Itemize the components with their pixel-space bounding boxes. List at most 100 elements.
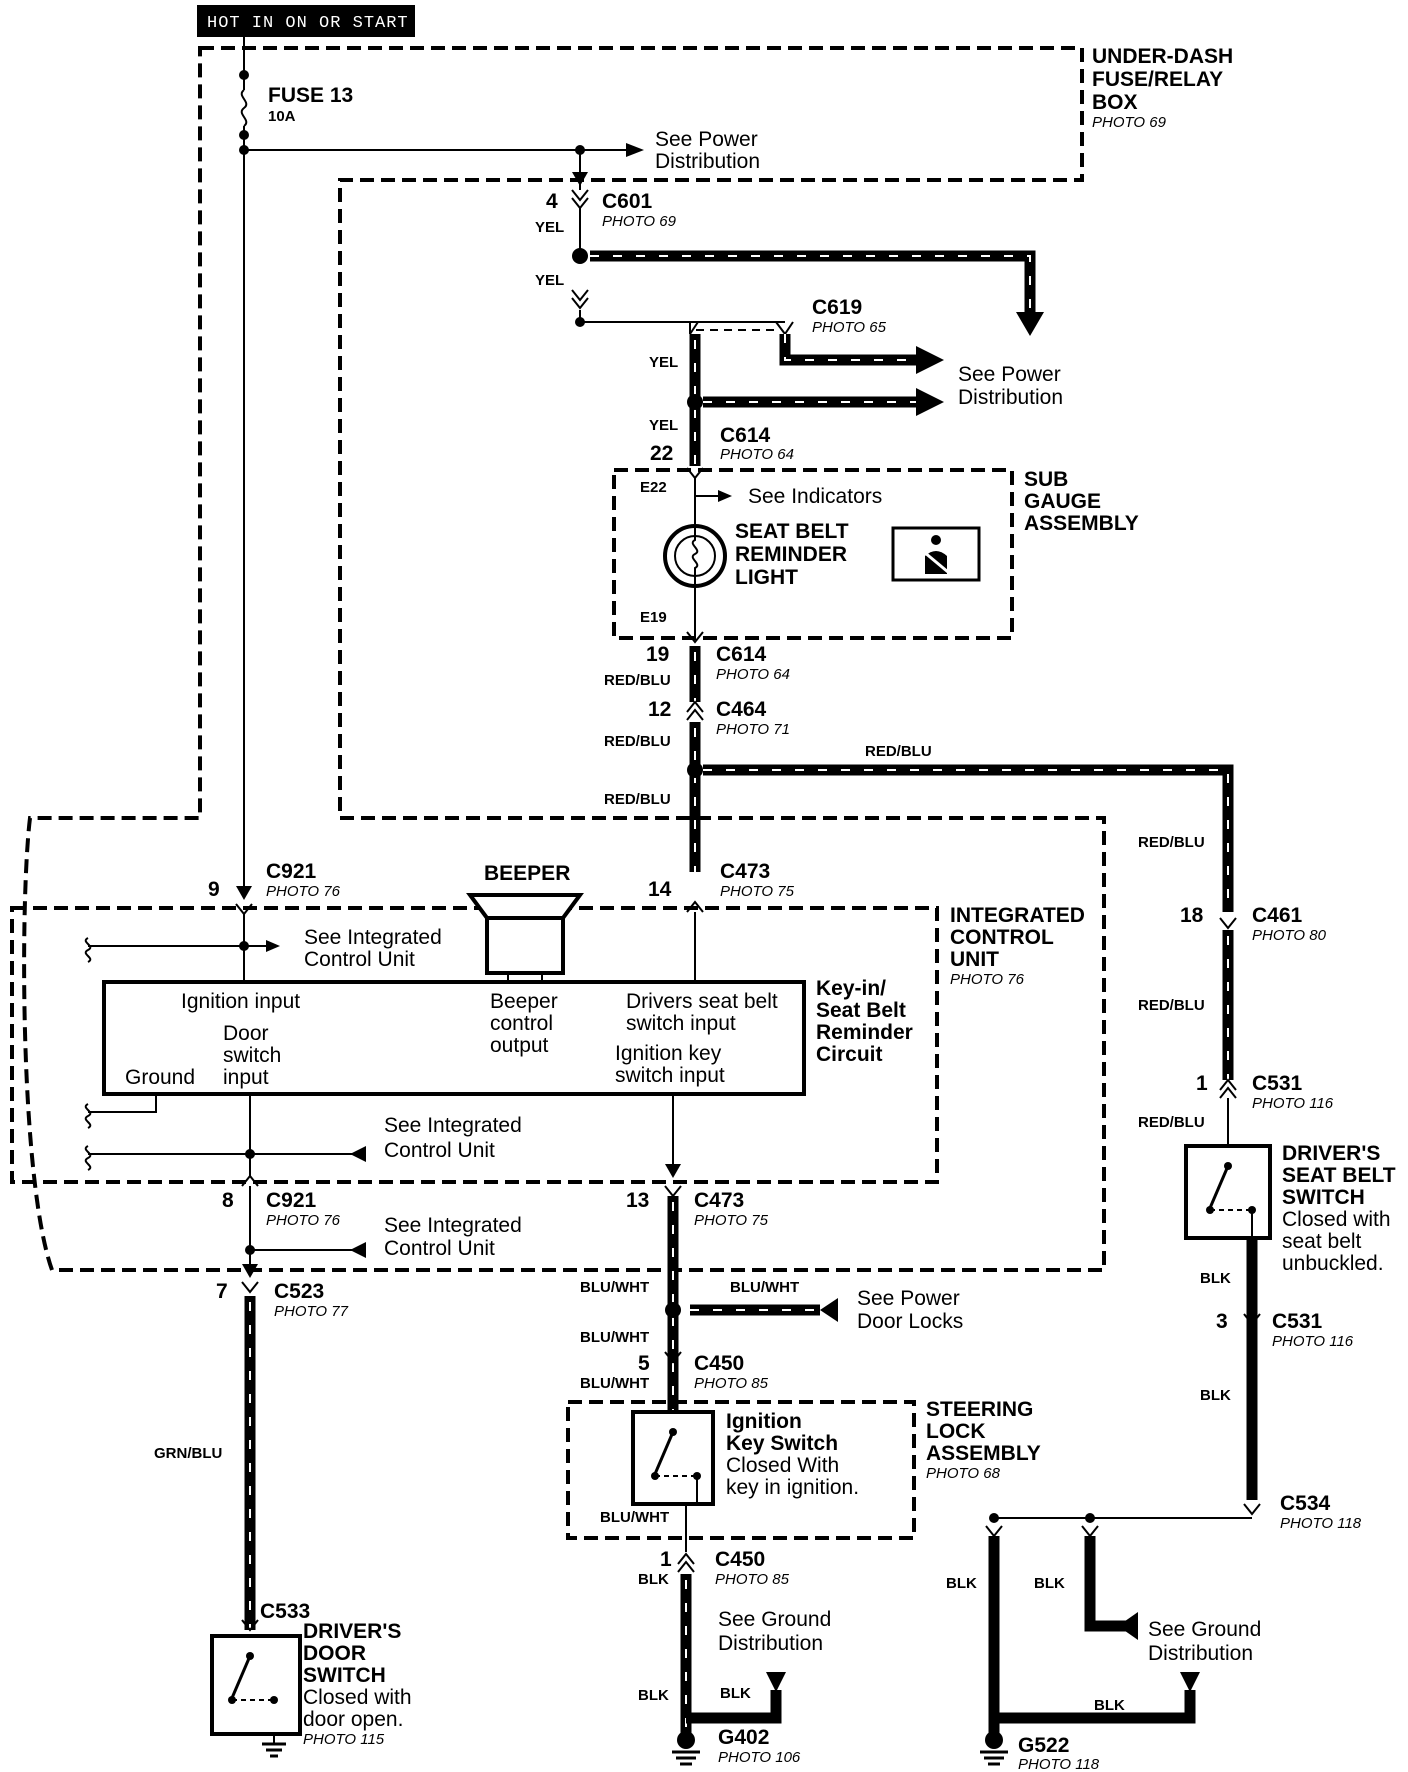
c531a-photo: PHOTO 116 [1252,1095,1334,1112]
power-dist-ref-1: See Power [655,128,758,151]
door-switch-ground-icon [262,1734,286,1758]
blu-wht-label-3: BLU/WHT [580,1329,649,1346]
yel-connector-2 [571,289,589,310]
relay-box-title-2: FUSE/RELAY [1092,68,1223,91]
power-door-ref-1: See Power [857,1287,960,1310]
red-blu-label-7: RED/BLU [1138,1114,1205,1131]
relay-box-title-1: UNDER-DASH [1092,45,1233,68]
circuit-door-1: Door [223,1022,269,1045]
steering-lock-photo: PHOTO 68 [926,1465,1001,1482]
power-dist-ref-3: See Power [958,363,1061,386]
circuit-ground: Ground [125,1066,195,1089]
icu-title-2: CONTROL [950,926,1054,949]
yel-label-4: YEL [649,417,678,434]
seat-switch-6: unbuckled. [1282,1252,1384,1275]
c921b-connector [241,1174,259,1187]
g402-ground-icon [672,1731,700,1766]
steering-lock-title-2: LOCK [926,1420,986,1443]
blk-label-7: BLK [1034,1575,1065,1592]
g522-ground-icon [980,1731,1008,1766]
c531a-name: C531 [1252,1072,1303,1095]
circuit-title-2: Seat Belt [816,999,906,1022]
icu-igkey-arrow [665,1164,681,1178]
c534-splice-1 [1085,1513,1095,1523]
c601-photo: PHOTO 69 [602,213,677,230]
circuit-title-3: Reminder [816,1021,913,1044]
icu-break-3 [84,1145,92,1171]
g522-connector-2 [1081,1525,1099,1538]
c921-pin9-arrow [236,886,252,900]
c523-name: C523 [274,1280,324,1303]
c601-arrow [572,172,588,186]
circuit-door-3: input [223,1066,269,1089]
c450a-connector [664,1351,682,1364]
indicators-arrow [718,490,732,502]
blu-wht-label-1: BLU/WHT [580,1279,649,1296]
c461-pin: 18 [1180,904,1204,927]
c534-splice-2 [989,1513,999,1523]
red-blu-label-5: RED/BLU [1138,834,1205,851]
icu-ref-3a: See Integrated [384,1214,522,1237]
c473b-photo: PHOTO 75 [694,1212,769,1229]
circuit-igkey-1: Ignition key [615,1042,722,1065]
c601-wire-color: YEL [535,219,564,236]
seat-belt-light-2: REMINDER [735,543,847,566]
blu-wht-label-4: BLU/WHT [580,1375,649,1392]
fuse-symbol [240,89,248,127]
circuit-beeper-2: control [490,1012,553,1035]
circuit-drivers-1: Drivers seat belt [626,990,778,1013]
icu-ref-3b: Control Unit [384,1237,495,1260]
circuit-title-1: Key-in/ [816,977,886,1000]
c534-connector [1243,1503,1261,1516]
circuit-beeper-3: output [490,1034,549,1057]
icu-ref-arrow-3 [350,1242,366,1258]
sub-gauge-title-1: SUB [1024,468,1068,491]
steering-lock-title-1: STEERING [926,1398,1033,1421]
sub-gauge-pin-top: E22 [640,479,667,496]
c461-photo: PHOTO 80 [1252,927,1327,944]
ground-ref-2a: See Ground [1148,1618,1261,1641]
c533-name: C533 [260,1600,310,1623]
c523-arrow [242,1264,258,1278]
icu-break-2 [84,1103,92,1129]
red-blu-label-2: RED/BLU [604,733,671,750]
c473a-photo: PHOTO 75 [720,883,795,900]
c523-photo: PHOTO 77 [274,1303,349,1320]
g522-connector-1 [985,1525,1003,1538]
blk-label-8: BLK [1094,1697,1125,1714]
bulb-filament [691,526,699,586]
icu-break-1 [84,937,92,963]
seat-belt-light-3: LIGHT [735,566,798,589]
icu-photo: PHOTO 76 [950,971,1025,988]
c614b-pin: 19 [646,643,669,666]
c531a-pin: 1 [1196,1072,1208,1095]
beeper-body [485,916,565,975]
sub-gauge-title-3: ASSEMBLY [1024,512,1139,535]
yel-splice-1 [572,248,588,264]
ground-ref-1a: See Ground [718,1608,831,1631]
red-blu-branch [703,764,1234,912]
c473b-connector [664,1185,682,1198]
c921b-name: C921 [266,1189,317,1212]
c619-name: C619 [812,296,862,319]
c531b-name: C531 [1272,1310,1323,1333]
blu-wht-splice [665,1302,681,1318]
c614b-connector [686,631,704,644]
c614a-name: C614 [720,424,771,447]
steering-lock-outline [566,1400,916,1540]
ground-ref-arrow-2 [1118,1612,1138,1640]
c531b-pin: 3 [1216,1310,1228,1333]
beeper-horn-icon [466,893,584,920]
c619-right-connector [775,321,794,336]
power-branch-1-dash [590,255,1031,316]
c601-connector [571,189,589,210]
c464-photo: PHOTO 71 [716,721,790,738]
circuit-title-4: Circuit [816,1043,883,1066]
hot-label-box [197,5,415,37]
ground-ref-2b: Distribution [1148,1642,1253,1665]
door-switch-box [210,1634,302,1736]
icu-title-3: UNIT [950,948,999,971]
c921b-photo: PHOTO 76 [266,1212,341,1229]
icu-outline [10,906,939,1184]
c450b-pin: 1 [660,1548,672,1571]
